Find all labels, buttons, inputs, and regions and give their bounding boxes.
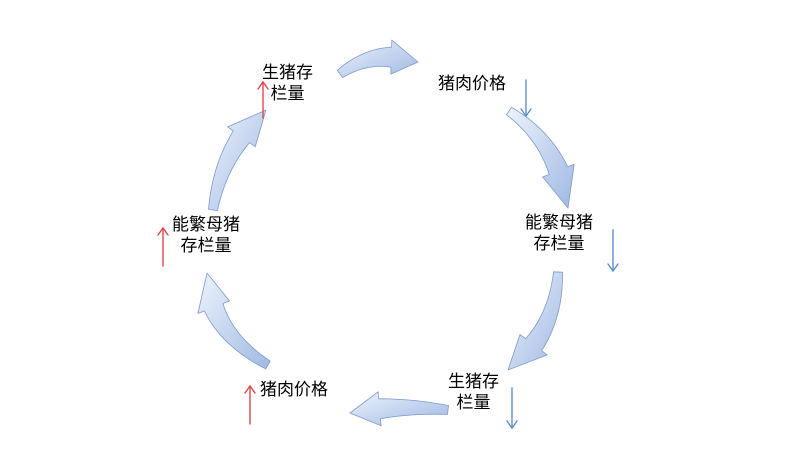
cycle-arrow-5 [197, 272, 271, 370]
cycle-arrow-1 [336, 39, 419, 78]
down-arrow-icon [506, 387, 518, 430]
up-arrow-icon [257, 80, 269, 119]
up-arrow-icon [244, 384, 256, 425]
down-arrow-icon [520, 79, 532, 118]
node-lower-right-hog-inventory: 生猪存栏量 [448, 372, 499, 413]
node-left-sow-inventory: 能繁母猪存栏量 [172, 215, 240, 256]
up-arrow-icon [157, 226, 169, 267]
node-right-sow-inventory: 能繁母猪存栏量 [525, 213, 593, 254]
cycle-arrow-2 [506, 106, 575, 209]
node-top-hog-inventory: 生猪存栏量 [262, 63, 313, 104]
node-bottom-left-pork-price: 猪肉价格 [260, 380, 328, 400]
cycle-arrow-3 [507, 271, 563, 371]
node-upper-right-pork-price: 猪肉价格 [438, 74, 506, 94]
cycle-arrow-4 [349, 391, 449, 427]
cycle-arrow-6 [208, 109, 267, 211]
down-arrow-icon [607, 229, 619, 273]
